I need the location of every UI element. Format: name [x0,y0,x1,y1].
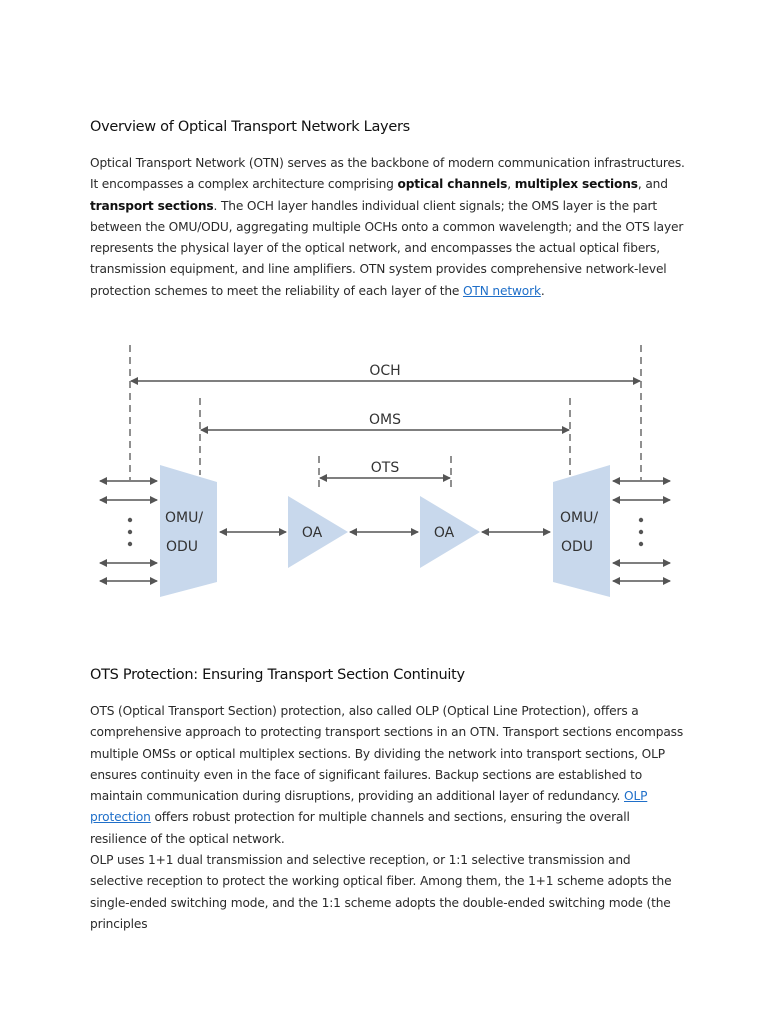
omu-left-shape [160,465,217,597]
oms-label: OMS [369,412,401,428]
ots-paragraph-2: OLP uses 1+1 dual transmission and selec… [90,853,672,931]
oa-left-shape [288,496,348,568]
ellipsis-dot [638,529,644,535]
separator: , [507,177,515,192]
omu-right-shape [553,465,610,597]
paragraph-end: . [540,283,545,298]
omu-left-label-2: ODU [166,539,198,555]
ellipsis-dot [127,541,133,547]
ellipsis-dot [638,541,644,547]
ots-paragraph-container: OTS (Optical Transport Section) protecti… [90,701,685,935]
paragraph-text: . The OCH layer handles individual clien… [90,198,684,298]
paragraph-text: offers robust protection for multiple ch… [90,810,630,846]
olp-protection-link[interactable]: OLP protection [90,789,648,825]
ellipsis-dot [638,517,644,523]
paragraph-text: OTS (Optical Transport Section) protecti… [90,704,684,804]
overview-paragraph-container: Optical Transport Network (OTN) serves a… [90,153,685,302]
oa-left-label: OA [302,525,323,541]
bold-term: optical channels [397,177,508,192]
bold-term: multiplex sections [514,177,638,192]
otn-network-link[interactable]: OTN network [462,283,541,298]
och-label: OCH [369,363,400,379]
ellipsis-dot [127,529,133,535]
omu-right-label-1: OMU/ [560,510,598,526]
separator: , and [637,177,668,192]
omu-right-label-2: ODU [561,539,593,555]
section-ots-protection: OTS Protection: Ensuring Transport Secti… [90,667,685,683]
section-heading: Overview of Optical Transport Network La… [90,119,410,135]
paragraph-text: Optical Transport Network (OTN) serves a… [90,156,685,192]
section-heading: OTS Protection: Ensuring Transport Secti… [90,667,465,683]
omu-left-label-1: OMU/ [165,510,203,526]
bold-term: transport sections [90,198,214,213]
overview-paragraph: Optical Transport Network (OTN) serves a… [90,153,685,302]
oa-right-shape [420,496,480,568]
ots-paragraph-1: OTS (Optical Transport Section) protecti… [90,701,685,850]
ots-label: OTS [371,460,400,476]
oa-right-label: OA [434,525,455,541]
ellipsis-dot [127,517,133,523]
section-overview: Overview of Optical Transport Network La… [90,119,685,135]
